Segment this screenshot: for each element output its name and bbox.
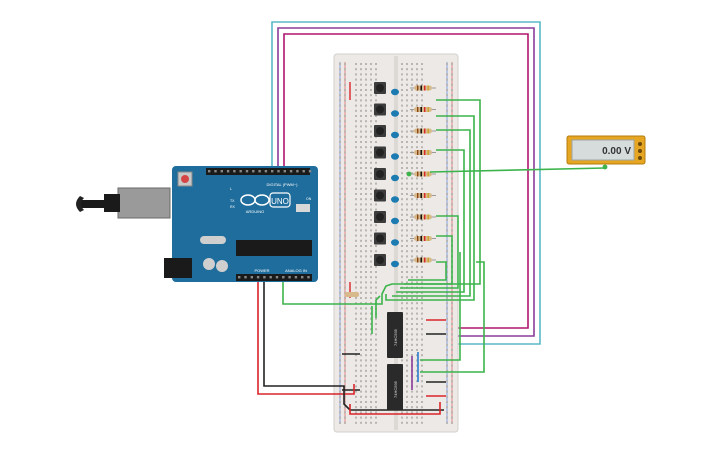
resistor [410, 85, 436, 91]
wire-purple-loop [277, 27, 535, 337]
uno-logo-text: UNO [271, 197, 289, 206]
shift-register-2: 74HC595 [387, 364, 403, 410]
push-button[interactable] [374, 211, 399, 225]
power-jack [164, 258, 192, 278]
green-wires [282, 99, 606, 373]
chip-1-label: 74HC595 [393, 328, 398, 346]
push-button-column [374, 82, 399, 268]
chip-2-label: 74HC595 [393, 380, 398, 398]
wire-cyan-loop [271, 21, 541, 345]
usb-connector [117, 187, 171, 219]
resistor [410, 107, 436, 112]
resistor [406, 171, 436, 177]
arduino-logo: UNO ARDUINO [240, 192, 291, 214]
digital-pin-label: DIGITAL (PWM~) [267, 182, 299, 187]
multimeter-reading: 0.00 V [602, 146, 631, 157]
multimeter-screen [571, 139, 635, 161]
long-wires [271, 21, 541, 345]
power-wires [257, 282, 446, 415]
digital-header [206, 168, 310, 175]
button-cap [391, 239, 399, 246]
breadboard-holes [339, 63, 453, 424]
usb-cable-plug [76, 196, 84, 212]
resistor [410, 150, 436, 155]
button-cap [391, 153, 399, 160]
wire-black-gnd [263, 282, 444, 411]
button-cap [391, 217, 399, 225]
wire-red-bottom [349, 402, 441, 415]
push-button[interactable] [374, 125, 399, 139]
left-jumpers [342, 82, 360, 391]
push-button[interactable] [374, 103, 399, 117]
power-analog-header [236, 274, 312, 281]
probe-node [406, 171, 412, 177]
push-button[interactable] [374, 232, 399, 246]
resistor [410, 128, 436, 134]
push-button[interactable] [374, 168, 399, 182]
resistor [410, 214, 436, 220]
resistor-column [406, 85, 436, 263]
resistor [410, 193, 436, 198]
arduino-uno: UNO ARDUINO DIGITAL (PWM~) POWER ANALOG … [76, 166, 318, 282]
push-button[interactable] [374, 254, 399, 268]
arduino-brand-text: ARDUINO [246, 209, 264, 214]
atmega-chip [236, 240, 312, 256]
button-cap [391, 260, 399, 268]
shift-register-1: 74HC595 [387, 312, 403, 358]
rx-label: RX [230, 205, 236, 209]
power-label: POWER [254, 268, 269, 273]
header-pins [208, 170, 312, 279]
button-cap [391, 131, 399, 139]
analog-label: ANALOG IN [285, 268, 307, 273]
button-cap [391, 174, 399, 182]
bottom-left-resistor [345, 292, 359, 297]
resistor [410, 236, 436, 241]
push-button[interactable] [374, 189, 399, 203]
tx-label: TX [230, 199, 235, 203]
button-cap [391, 196, 399, 203]
probe-terminal [602, 164, 608, 170]
wire-red-5v [257, 282, 355, 395]
push-button[interactable] [374, 146, 399, 160]
multimeter: 0.00 V [566, 135, 646, 170]
on-label: ON [306, 197, 312, 201]
l-label: L [230, 187, 232, 191]
button-cap [391, 88, 399, 96]
wire-magenta-loop [283, 33, 529, 329]
resistor [410, 257, 436, 263]
push-button[interactable] [374, 82, 399, 96]
button-cap [391, 110, 399, 117]
